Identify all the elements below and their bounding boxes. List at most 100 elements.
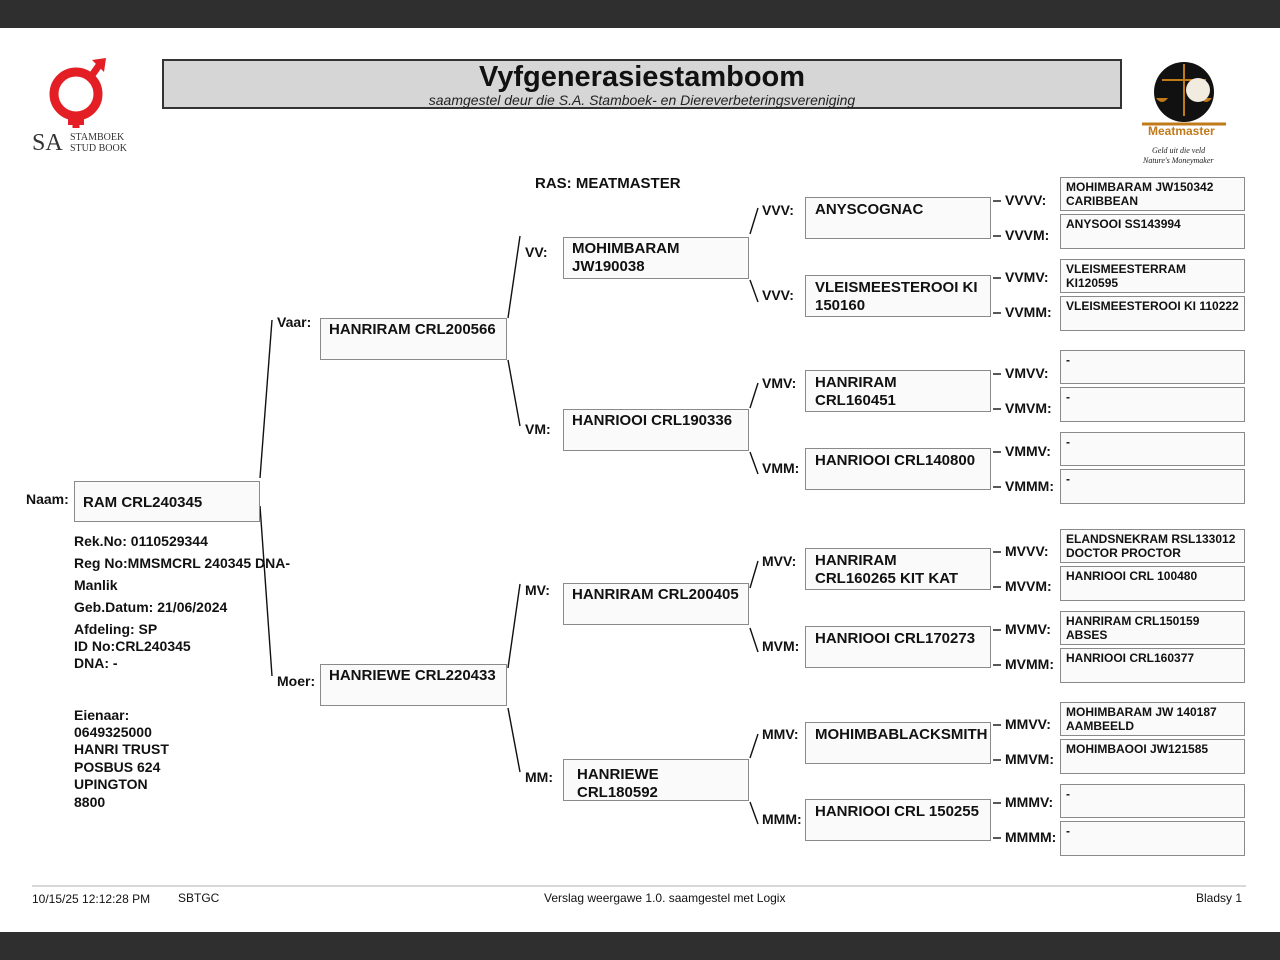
gen4-label: MMM: (762, 811, 802, 827)
gen4-box: HANRIRAM CRL160451 (805, 370, 991, 412)
gen5-label: VVMV: (1005, 269, 1049, 285)
gen4-line: HANRIRAM (815, 552, 897, 569)
animal-dna: DNA: - (74, 655, 118, 671)
gen5-line: ABSES (1066, 628, 1108, 642)
gen5-line: ANYSOOI SS143994 (1066, 217, 1181, 231)
owner-line: HANRI TRUST (74, 741, 169, 757)
gen5-box: - (1060, 821, 1245, 856)
gen4-label: MVM: (762, 638, 800, 654)
title-banner: Vyfgenerasiestamboom saamgestel deur die… (162, 59, 1122, 109)
gen4-line: HANRIOOI CRL170273 (815, 630, 976, 647)
gen5-label: MVVM: (1005, 578, 1052, 594)
gen4-line: 150160 (815, 297, 866, 314)
gen5-label: MVMV: (1005, 621, 1051, 637)
gen5-label: VVVM: (1005, 227, 1050, 243)
gen4-label: VMV: (762, 375, 797, 391)
gen4-box: MOHIMBABLACKSMITH (805, 722, 991, 764)
gen5-line: - (1066, 787, 1070, 801)
gen4-line: MOHIMBABLACKSMITH (815, 726, 988, 743)
gen5-line: HANRIRAM CRL150159 (1066, 614, 1200, 628)
gen3-line: HANRIOOI CRL190336 (572, 412, 733, 429)
gen3-label: VV: (525, 244, 548, 260)
animal-reg-no: Reg No:MMSMCRL 240345 DNA- (74, 555, 290, 571)
gen5-line: HANRIOOI CRL160377 (1066, 651, 1195, 665)
gen5-box: MOHIMBARAM JW150342 CARIBBEAN (1060, 177, 1245, 211)
gen5-box: - (1060, 432, 1245, 466)
animal-birth-date: Geb.Datum: 21/06/2024 (74, 599, 228, 615)
owner-label: Eienaar: (74, 707, 130, 723)
gen3-label: MM: (525, 769, 553, 785)
gen3-line: JW190038 (572, 258, 645, 275)
gen5-box: - (1060, 469, 1245, 504)
gen2-box: HANRIRAM CRL200566 (320, 318, 507, 360)
owner-line: POSBUS 624 (74, 759, 161, 775)
page-title: Vyfgenerasiestamboom (478, 61, 806, 93)
gen5-line: DOCTOR PROCTOR (1066, 546, 1181, 560)
gen5-label: MMMM: (1005, 829, 1057, 845)
gen5-line: VLEISMEESTERRAM (1066, 262, 1187, 276)
gen5-label: VMMV: (1005, 443, 1051, 459)
gen3-line: MOHIMBARAM (572, 240, 680, 257)
animal-sex: Manlik (74, 577, 118, 593)
gen4-line: VLEISMEESTEROOI KI (815, 279, 978, 296)
footer-code: SBTGC (178, 891, 220, 905)
gen5-box: HANRIRAM CRL150159 ABSES (1060, 611, 1245, 645)
owner-line: UPINGTON (74, 776, 148, 792)
sa-stud-book-logo: SA STAMBOEK STUD BOOK (30, 56, 140, 156)
gen5-box: - (1060, 387, 1245, 422)
gen5-box: VLEISMEESTERRAM KI120595 (1060, 259, 1245, 293)
viewer-top-bar (0, 0, 1280, 28)
gen4-label: MVV: (762, 553, 797, 569)
gen5-line: AAMBEELD (1066, 719, 1134, 733)
gen5-label: VMVM: (1005, 400, 1052, 416)
gen2-label: Moer: (277, 673, 316, 689)
gen5-line: CARIBBEAN (1066, 194, 1138, 208)
animal-name-box: RAM CRL240345 (74, 481, 260, 522)
animal-name-label: Naam: (26, 491, 69, 507)
gen2-line: HANRIRAM CRL200566 (329, 321, 496, 338)
gen5-box: ELANDSNEKRAM RSL133012 DOCTOR PROCTOR (1060, 529, 1245, 563)
gen4-box: ANYSCOGNAC (805, 197, 991, 239)
gen3-box: HANRIRAM CRL200405 (563, 583, 749, 625)
gen5-line: HANRIOOI CRL 100480 (1066, 569, 1198, 583)
gen4-box: HANRIOOI CRL 150255 (805, 799, 991, 841)
gen5-line: MOHIMBARAM JW150342 (1066, 180, 1214, 194)
meatmaster-logo: Meatmaster Geld uit die veld Nature's Mo… (1138, 58, 1228, 170)
gen5-line: MOHIMBAOOI JW121585 (1066, 742, 1209, 756)
gen3-box: HANRIEWE CRL180592 (563, 759, 749, 801)
gen3-box: MOHIMBARAM JW190038 (563, 237, 749, 279)
logo-line1: STAMBOEK (70, 132, 125, 143)
gen3-line: HANRIEWE CRL180592 (577, 766, 659, 801)
animal-rek-no: Rek.No: 0110529344 (74, 533, 208, 549)
footer-page-number: Bladsy 1 (1196, 891, 1243, 905)
gen4-line: CRL160265 KIT KAT (815, 570, 959, 587)
gen4-line: HANRIOOI CRL 150255 (815, 803, 979, 820)
gen5-box: MOHIMBAOOI JW121585 (1060, 739, 1245, 774)
gen5-label: VMMM: (1005, 478, 1054, 494)
gen5-line: VLEISMEESTEROOI KI 110222 (1066, 299, 1239, 313)
scale-emblem-icon (1142, 62, 1226, 126)
gen4-box: HANRIOOI CRL170273 (805, 626, 991, 668)
gen2-box: HANRIEWE CRL220433 (320, 664, 507, 706)
gen4-box: HANRIOOI CRL140800 (805, 448, 991, 490)
gen5-line: - (1066, 824, 1070, 838)
page-subtitle: saamgestel deur die S.A. Stamboek- en Di… (428, 92, 856, 108)
gen2-label: Vaar: (277, 314, 312, 330)
gen5-line: - (1066, 390, 1070, 404)
gen5-box: HANRIOOI CRL 100480 (1060, 566, 1245, 601)
viewer-bottom-bar (0, 932, 1280, 960)
owner-line: 0649325000 (74, 724, 152, 740)
gen2-line: HANRIEWE CRL220433 (329, 667, 496, 684)
gen5-label: MMVM: (1005, 751, 1054, 767)
gen4-label: VVV: (762, 202, 794, 218)
gen5-label: VVVV: (1005, 192, 1047, 208)
pedigree-connectors (32, 200, 1246, 887)
breed-label: RAS: MEATMASTER (535, 175, 681, 192)
meatmaster-tag1: Geld uit die veld (1152, 146, 1206, 155)
gen5-box: ANYSOOI SS143994 (1060, 214, 1245, 249)
animal-id-no: ID No:CRL240345 (74, 638, 191, 654)
owner-line: 8800 (74, 794, 106, 810)
gen4-line: HANRIRAM CRL160451 (815, 374, 897, 409)
gen3-label: VM: (525, 421, 551, 437)
gen5-box: HANRIOOI CRL160377 (1060, 648, 1245, 683)
